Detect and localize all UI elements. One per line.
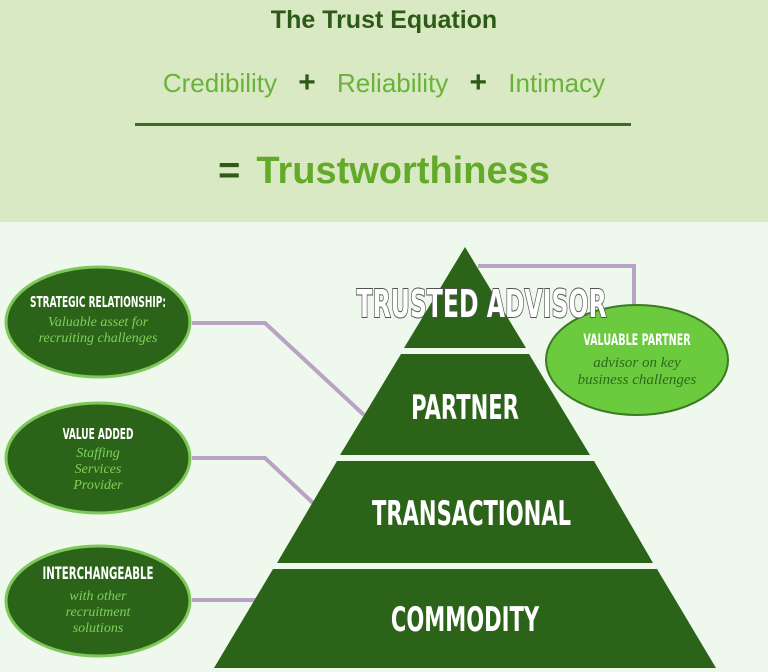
term-intimacy: Intimacy xyxy=(508,68,606,98)
bubble-title-valuable-partner: VALUABLE PARTNER xyxy=(583,330,691,349)
tier-label-transactional: TRANSACTIONAL xyxy=(372,494,572,534)
bubble-text-interchangeable: with other recruitment solutions xyxy=(6,589,190,637)
pyramid-diagram xyxy=(4,247,729,668)
bubble-line: business challenges xyxy=(577,372,697,388)
pyramid-tiers xyxy=(214,247,716,668)
bubble-text-valuable-partner: advisor on key business challenges xyxy=(547,355,727,389)
bubble-title-interchangeable: INTERCHANGEABLE xyxy=(42,564,154,584)
fraction-divider xyxy=(135,123,631,126)
bubble-line: Staffing xyxy=(76,446,120,461)
bubble-title-value-added: VALUE ADDED xyxy=(62,425,134,443)
connector-lines xyxy=(192,264,636,602)
bubble-line: with other xyxy=(69,589,127,604)
equation-title: The Trust Equation xyxy=(270,6,498,34)
bubble-line: Services xyxy=(74,462,122,477)
tier-transactional xyxy=(277,461,653,563)
bubble-line: advisor on key xyxy=(593,355,681,371)
connector-valuable-partner xyxy=(478,264,636,308)
tier-label-trusted-advisor: TRUSTED ADVISOR xyxy=(356,281,607,327)
bubble-line: recruitment xyxy=(65,605,131,620)
equals-sign: = xyxy=(218,150,241,192)
bubble-line: Valuable asset for xyxy=(47,315,149,330)
bubble-title-strategic: STRATEGIC RELATIONSHIP: xyxy=(30,293,166,311)
bubbles xyxy=(4,265,729,658)
term-reliability: Reliability xyxy=(337,68,449,98)
bubble-line: Provider xyxy=(73,478,123,493)
plus-sign: + xyxy=(469,66,488,99)
bubble-line: solutions xyxy=(72,621,124,636)
trust-equation-header: The Trust Equation Credibility + Reliabi… xyxy=(0,0,768,222)
equation-result: = Trustworthiness xyxy=(0,150,768,193)
tier-trusted-advisor xyxy=(404,247,526,348)
term-credibility: Credibility xyxy=(162,68,278,98)
bubble-valuable-partner xyxy=(545,304,729,416)
bubble-value-added xyxy=(4,401,192,515)
equation-terms: Credibility + Reliability + Intimacy xyxy=(0,66,768,100)
connector-value-added xyxy=(192,456,315,505)
bubble-line: recruiting challenges xyxy=(38,331,158,346)
tier-label-commodity: COMMODITY xyxy=(390,600,540,640)
bubble-text-value-added: Staffing Services Provider xyxy=(6,446,190,494)
tier-label-partner: PARTNER xyxy=(411,388,519,428)
tier-commodity xyxy=(214,569,716,668)
connector-strategic xyxy=(192,321,366,417)
tier-partner xyxy=(340,354,590,455)
result-text: Trustworthiness xyxy=(256,150,550,192)
plus-sign: + xyxy=(298,66,316,99)
bubble-text-strategic: Valuable asset for recruiting challenges xyxy=(6,315,190,347)
bubble-interchangeable xyxy=(4,544,192,658)
bubble-strategic xyxy=(4,265,192,379)
